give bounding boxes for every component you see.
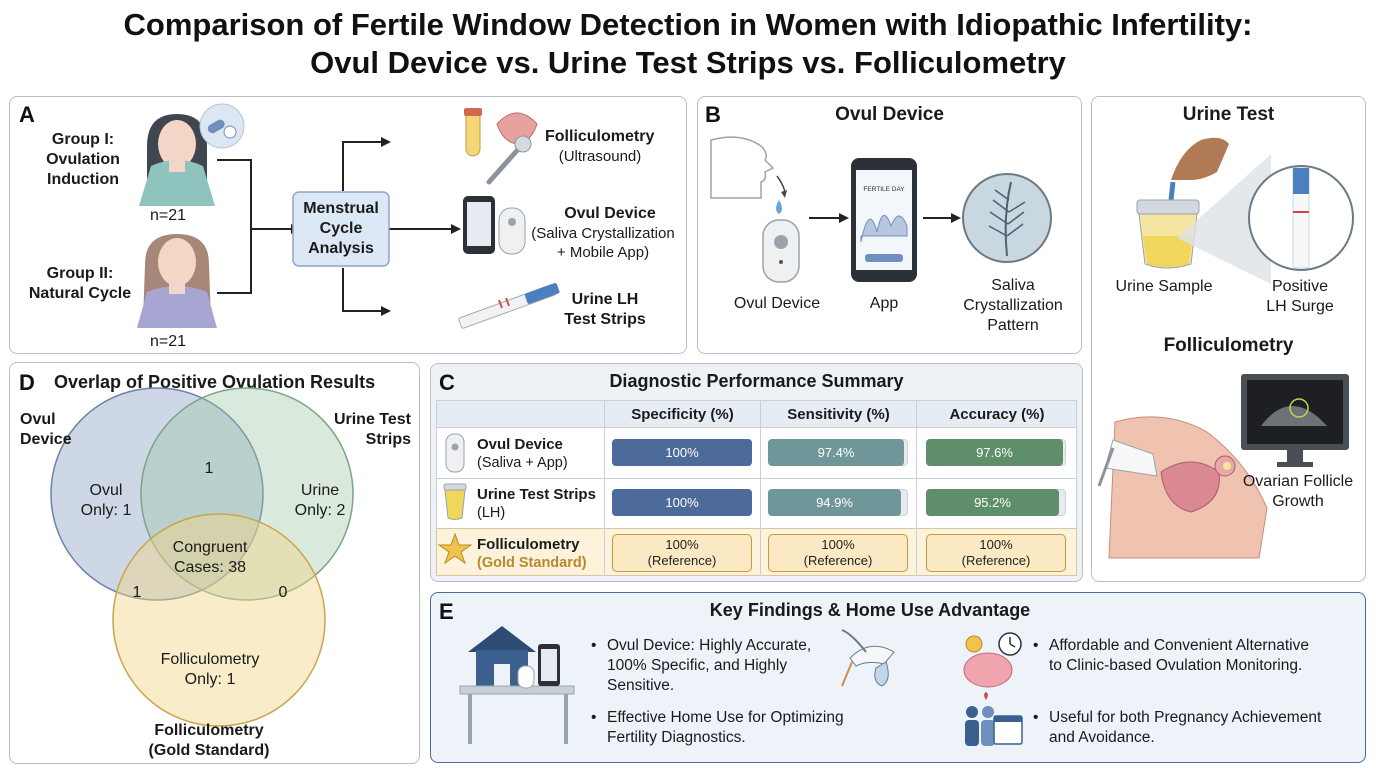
ultrasound-icon [464,108,538,185]
saliva-crystal-icon [962,173,1052,263]
venn-ovul-urine: 1 [204,460,214,477]
ovul-device-icon [762,219,800,283]
venn-urine-folli: 0 [278,584,288,601]
venn-folli-only: Folliculometry Only: 1 [160,651,260,688]
bar-ovul-specificity: 100% [612,439,752,466]
venn-circle-ovul [50,387,264,601]
group1-label: Group I: Ovulation Induction [46,131,120,188]
folli-panel-title: Folliculometry [1163,335,1294,356]
ovul-device-small-icon [445,433,465,473]
finding-bullet-3: Affordable and Convenient Alternative to… [1033,636,1309,676]
hand-icon [1171,137,1229,180]
piggy-bank-icon [963,632,1022,688]
panel-b-title: Ovul Device [835,104,944,125]
urine-method-title: Urine LH Test Strips [564,291,646,328]
finding-bullet-1: Ovul Device: Highly Accurate, 100% Speci… [591,636,811,696]
col-header-specificity: Specificity (%) [631,406,734,423]
ovul-method-sub: (Saliva Crystallization + Mobile App) [531,225,675,261]
figure-title-line2: Ovul Device vs. Urine Test Strips vs. Fo… [310,45,1066,80]
ultrasound-monitor-icon [1241,374,1349,467]
urine-cup-icon [1136,199,1200,269]
group2-label: Group II: Natural Cycle [28,265,132,302]
col-header-sensitivity: Sensitivity (%) [787,406,890,423]
phone-device-icon [463,196,526,255]
table-col-divider [604,400,605,576]
panel-d-title: Overlap of Positive Ovulation Results [54,372,376,392]
panel-d-letter: D [19,370,35,395]
venn-label-urine: Urine Test Strips [333,411,411,448]
woman-group1-icon [139,114,215,206]
app-phone-icon [851,158,917,282]
label-crystal-pattern: Saliva Crystallization Pattern [963,277,1063,334]
bar-ovul-accuracy: 97.6% [926,439,1063,466]
finding-bullet-4: Useful for both Pregnancy Achievement an… [1033,708,1321,748]
folli-method-title: Folliculometry [545,128,655,145]
venn-label-ovul: Ovul Device [20,411,72,448]
hub-box [292,191,390,267]
urine-panel-title: Urine Test [1182,104,1275,125]
label-ovul-device: Ovul Device [733,295,821,312]
folli-method-sub: (Ultrasound) [558,148,642,165]
panel-a-letter: A [19,102,35,127]
venn-ovul-folli: 1 [132,584,142,601]
panel-e-graphics [459,626,1023,746]
label-follicle-growth: Ovarian Follicle Growth [1242,473,1354,510]
label-positive-lh: Positive LH Surge [1266,278,1334,315]
pill-icon [199,103,245,149]
panel-c-letter: C [439,370,455,395]
row-name-urine: Urine Test Strips [477,486,596,503]
table-col-divider [916,400,917,576]
panel-b-letter: B [705,102,721,127]
group2-n: n=21 [149,333,187,350]
venn-urine-only: Urine Only: 2 [294,482,346,519]
urine-strip-icon [458,283,560,329]
row-sub-folli: (Gold Standard) [477,555,587,571]
figure-title-line1: Comparison of Fertile Window Detection i… [123,7,1253,42]
panel-b-graphics: FERTILE DAY [710,136,1052,283]
row-sub-ovul: (Saliva + App) [477,455,568,471]
woman-group2-icon [137,234,217,328]
row-sub-urine: (LH) [477,505,506,521]
hub-label: Menstrual Cycle Analysis [303,200,379,257]
row-icons [438,433,472,565]
venn-ovul-only: Ovul Only: 1 [80,482,132,519]
table-col-divider [760,400,761,576]
face-profile-icon [710,136,775,199]
table-divider [436,478,1077,479]
star-icon [438,532,472,565]
bar-urine-specificity: 100% [612,489,752,516]
panel-e-title: Key Findings & Home Use Advantage [709,600,1031,620]
ref-folli-sensitivity: 100% (Reference) [768,534,908,572]
bar-ovul-sensitivity: 97.4% [768,439,904,466]
label-urine-sample: Urine Sample [1115,278,1213,295]
stork-icon [841,629,895,687]
pelvis-illustration [1097,416,1268,559]
panel-e-letter: E [439,599,454,624]
label-app: App [869,295,899,312]
panel-a-graphics [137,103,560,329]
urine-folli-graphics [1097,137,1354,559]
venn-circle-folli [112,513,326,727]
ref-folli-accuracy: 100% (Reference) [926,534,1066,572]
family-calendar-icon [965,692,1023,746]
phone-screen-text: FERTILE DAY [863,186,905,193]
group1-n: n=21 [149,207,187,224]
panel-c-title: Diagnostic Performance Summary [609,371,904,391]
bar-urine-sensitivity: 94.9% [768,489,901,516]
saliva-drop-icon [776,200,782,214]
bar-urine-accuracy: 95.2% [926,489,1059,516]
urine-cup-small-icon [443,483,467,520]
venn-label-folli: Folliculometry (Gold Standard) [148,722,270,759]
ref-folli-specificity: 100% (Reference) [612,534,752,572]
venn-center: Congruent Cases: 38 [172,539,248,576]
row-name-ovul: Ovul Device [477,436,563,453]
col-header-accuracy: Accuracy (%) [949,406,1045,423]
table-header-row [436,400,1077,428]
venn-diagram [50,387,354,727]
finding-bullet-2: Effective Home Use for Optimizing Fertil… [591,708,844,748]
ovul-method-title: Ovul Device [564,205,656,222]
venn-circle-urine [140,387,354,601]
home-icon [459,626,575,744]
row-name-folli: Folliculometry [477,536,580,553]
